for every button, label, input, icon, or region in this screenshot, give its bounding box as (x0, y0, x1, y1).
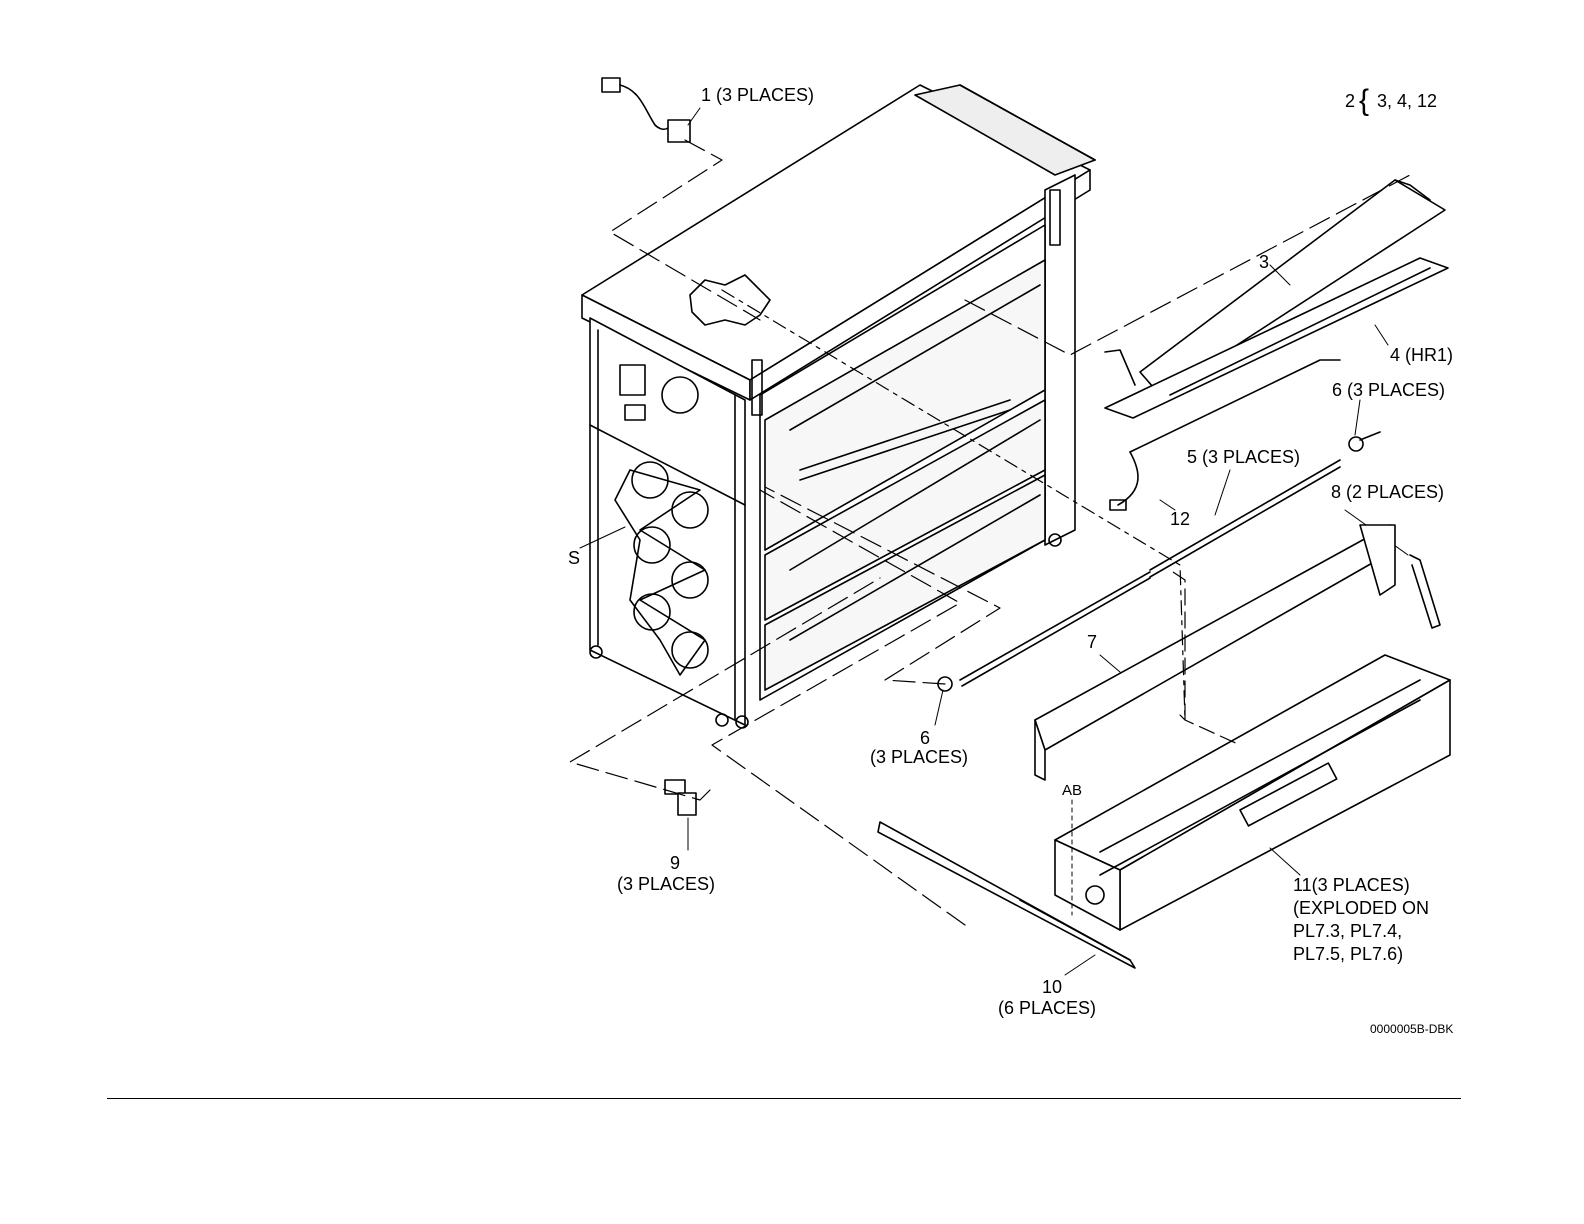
callout-s: S (568, 547, 580, 569)
callout-11-line1: 11(3 PLACES) (1293, 874, 1410, 896)
callout-9-number: 9 (670, 852, 680, 874)
callout-10-places: (6 PLACES) (998, 997, 1096, 1019)
part-1-connector (602, 78, 690, 142)
callout-7: 7 (1087, 631, 1097, 653)
callout-6-right: 6 (3 PLACES) (1332, 379, 1445, 401)
machine-body (582, 85, 1095, 728)
callout-11-line2: (EXPLODED ON (1293, 897, 1429, 919)
part-5-leader (1215, 470, 1230, 515)
callout-ab: AB (1062, 780, 1082, 802)
figure-id: 0000005B-DBK (1370, 1018, 1453, 1040)
part-6-lower-leader (935, 690, 943, 725)
part-1-leader (688, 108, 700, 125)
callout-12: 12 (1170, 508, 1190, 530)
callout-2-brace: { (1359, 88, 1369, 114)
footer-rule (107, 1098, 1461, 1099)
part-11-leader (1270, 848, 1300, 875)
part-9-clip (665, 780, 696, 815)
callout-9-places: (3 PLACES) (617, 873, 715, 895)
callout-4: 4 (HR1) (1390, 344, 1453, 366)
part-7-leader (1100, 655, 1120, 672)
callout-11-line4: PL7.5, PL7.6) (1293, 943, 1403, 965)
callout-2-items: 3, 4, 12 (1377, 90, 1437, 112)
part-6-right-leader (1355, 400, 1360, 435)
callout-6-places: (3 PLACES) (870, 746, 968, 768)
callout-1: 1 (3 PLACES) (701, 84, 814, 106)
callout-8: 8 (2 PLACES) (1331, 481, 1444, 503)
callout-11-line3: PL7.3, PL7.4, (1293, 920, 1402, 942)
part-4-leader (1375, 325, 1388, 345)
callout-10-number: 10 (1042, 976, 1062, 998)
callout-5: 5 (3 PLACES) (1187, 446, 1300, 468)
part-11-dash-2 (1180, 715, 1240, 745)
callout-2-number: 2 (1345, 90, 1355, 112)
part-10-leader (1065, 955, 1095, 975)
callout-3: 3 (1259, 251, 1269, 273)
